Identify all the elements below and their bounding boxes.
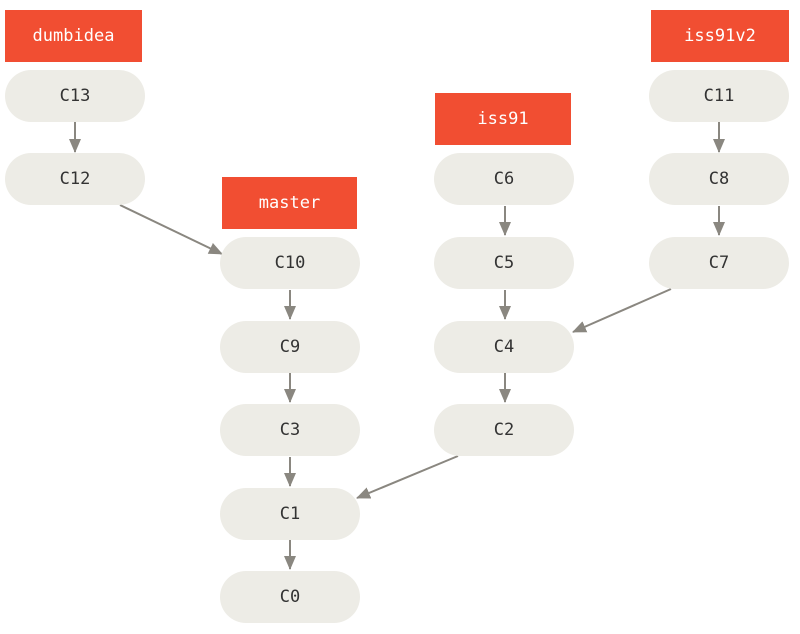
commit-c8: C8	[649, 153, 789, 205]
commit-c9: C9	[220, 321, 360, 373]
edge-c12-c10	[119, 204, 223, 255]
branch-label-master: master	[222, 177, 357, 229]
commit-c7: C7	[649, 237, 789, 289]
commit-c5: C5	[434, 237, 574, 289]
edge-c7-c4	[572, 288, 672, 333]
commit-c11: C11	[649, 70, 789, 122]
commit-c1: C1	[220, 488, 360, 540]
branch-label-dumbidea: dumbidea	[5, 10, 142, 62]
commit-c3: C3	[220, 404, 360, 456]
branch-label-iss91v2: iss91v2	[651, 10, 789, 62]
commit-c13: C13	[5, 70, 145, 122]
commit-c6: C6	[434, 153, 574, 205]
branch-label-iss91: iss91	[435, 93, 571, 145]
edge-c2-c1	[356, 455, 459, 499]
commit-c2: C2	[434, 404, 574, 456]
commit-c10: C10	[220, 237, 360, 289]
commit-c12: C12	[5, 153, 145, 205]
commit-c4: C4	[434, 321, 574, 373]
commit-c0: C0	[220, 571, 360, 623]
